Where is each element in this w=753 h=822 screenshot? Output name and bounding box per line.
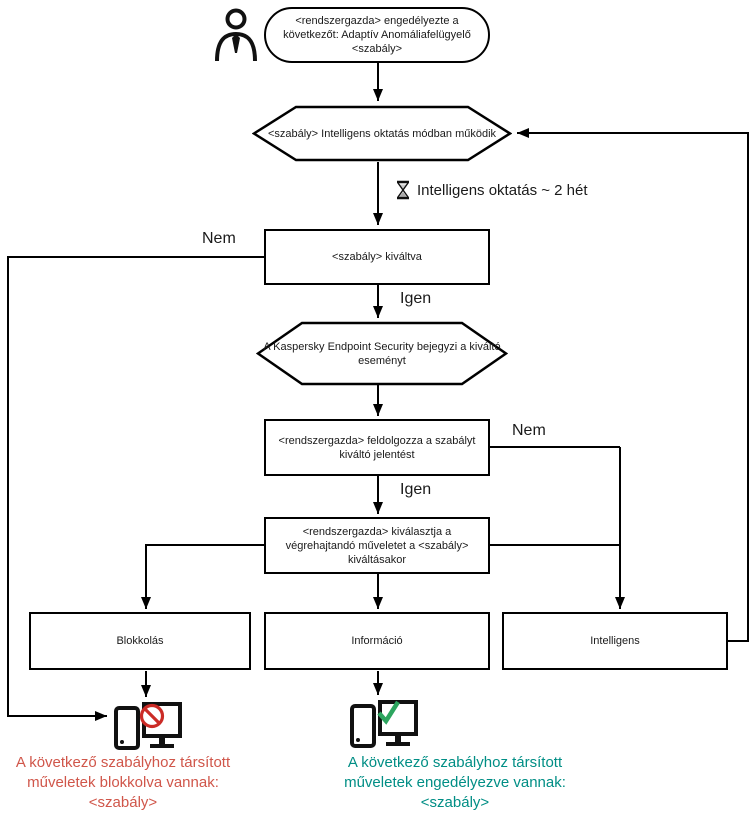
training-duration-text: Intelligens oktatás ~ 2 hét <box>417 181 588 199</box>
node-admin-processes-report: <rendszergazda> feldolgozza a szabályt k… <box>264 419 490 476</box>
node-smart-training-mode-text: <szabály> Intelligens oktatás módban műk… <box>267 127 497 140</box>
node-rule-triggered-text: <szabály> kiváltva <box>332 251 422 263</box>
node-security-logs-event: A Kaspersky Endpoint Security bejegyzi a… <box>256 321 508 386</box>
node-admin-enabled-rule-text: <rendszergazda> engedélyezte a következő… <box>283 15 471 55</box>
prohibition-icon <box>139 703 165 729</box>
branch-label-no-left: Nem <box>200 230 238 248</box>
branch-label-yes-1: Igen <box>398 290 434 308</box>
administrator-person-icon <box>212 8 260 62</box>
node-action-inform: Információ <box>264 612 490 670</box>
computer-allowed-icon <box>348 698 420 750</box>
result-blocked-text: A következő szabályhoz társított művelet… <box>15 754 231 811</box>
node-security-logs-event-text: A Kaspersky Endpoint Security bejegyzi a… <box>263 340 501 367</box>
node-action-inform-text: Információ <box>351 635 403 647</box>
branch-label-no-right: Nem <box>510 422 548 440</box>
node-admin-processes-report-text: <rendszergazda> feldolgozza a szabályt k… <box>278 434 476 461</box>
checkmark-icon <box>377 700 400 725</box>
node-admin-enabled-rule: <rendszergazda> engedélyezte a következő… <box>264 7 490 63</box>
node-action-smart: Intelligens <box>502 612 728 670</box>
node-admin-selects-action: <rendszergazda> kiválasztja a végrehajta… <box>264 517 490 574</box>
node-action-smart-text: Intelligens <box>590 635 640 647</box>
node-rule-triggered: <szabály> kiváltva <box>264 229 490 285</box>
node-action-block-text: Blokkolás <box>116 635 164 647</box>
node-action-block: Blokkolás <box>29 612 251 670</box>
branch-label-yes-2: Igen <box>398 481 434 499</box>
computer-blocked-icon <box>112 700 184 752</box>
node-admin-selects-action-text: <rendszergazda> kiválasztja a végrehajta… <box>285 525 469 566</box>
hourglass-icon <box>397 180 409 200</box>
result-allowed-text: A következő szabályhoz társított művelet… <box>344 754 566 811</box>
training-duration-label: Intelligens oktatás ~ 2 hét <box>393 180 590 200</box>
node-smart-training-mode: <szabály> Intelligens oktatás módban műk… <box>252 105 512 162</box>
